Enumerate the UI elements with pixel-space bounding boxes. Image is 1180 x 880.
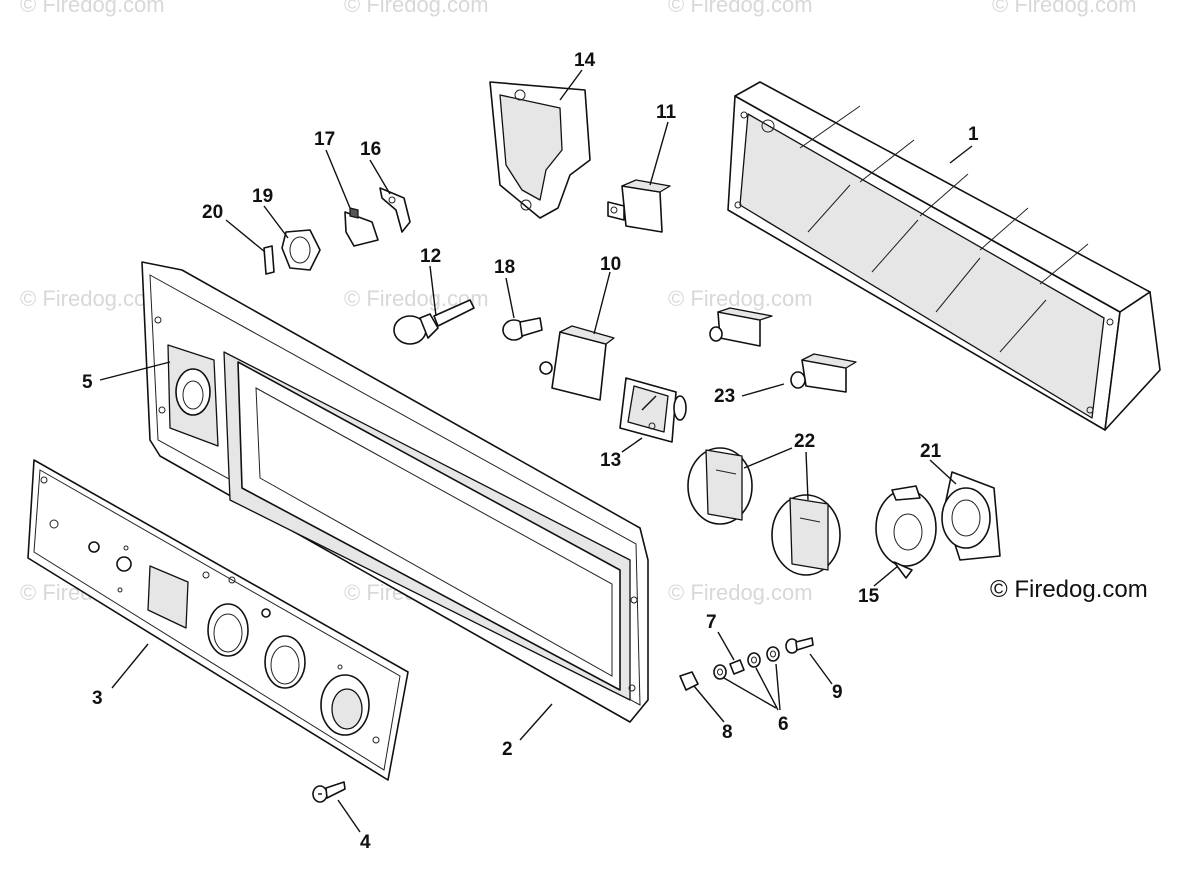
callout-15: 15 bbox=[858, 586, 880, 607]
watermark: © Firedog.com bbox=[20, 286, 165, 311]
callout-23: 23 bbox=[714, 386, 735, 407]
receptacle-22b bbox=[771, 494, 841, 576]
callout-6: 6 bbox=[778, 714, 789, 735]
receptacle-22a bbox=[687, 447, 753, 525]
callout-3: 3 bbox=[92, 688, 103, 709]
receptacle-21 bbox=[941, 471, 1001, 561]
callout-1: 1 bbox=[968, 124, 979, 145]
breaker-23b bbox=[790, 353, 857, 393]
breaker-10 bbox=[539, 325, 615, 401]
callout-12: 12 bbox=[420, 246, 441, 267]
watermark: © Firedog.com bbox=[992, 0, 1137, 17]
washer-6b bbox=[747, 652, 761, 668]
watermark: © Firedog.com bbox=[20, 0, 165, 17]
washer-6c bbox=[766, 646, 780, 662]
screw-9 bbox=[785, 637, 814, 654]
callout-2: 2 bbox=[502, 739, 513, 760]
watermark: © Firedog.com bbox=[668, 0, 813, 17]
panel-window bbox=[167, 344, 219, 447]
receptacle-cover-15 bbox=[875, 485, 937, 579]
control-box-housing bbox=[727, 81, 1161, 431]
washer-6a bbox=[713, 664, 727, 680]
clip-20 bbox=[263, 245, 275, 275]
callout-5: 5 bbox=[82, 372, 93, 393]
callout-numbers: 1 2 3 4 5 6 7 8 9 10 11 12 13 14 15 16 1… bbox=[82, 50, 979, 853]
copyright-notice: © Firedog.com bbox=[990, 576, 1148, 603]
callout-7: 7 bbox=[706, 612, 717, 633]
callout-14: 14 bbox=[574, 50, 596, 71]
callout-10: 10 bbox=[600, 254, 621, 275]
callout-18: 18 bbox=[494, 257, 515, 278]
callout-9: 9 bbox=[832, 682, 843, 703]
leader-lines bbox=[99, 69, 973, 833]
front-panel bbox=[141, 261, 649, 723]
faceplate bbox=[27, 459, 409, 781]
switch-17 bbox=[344, 207, 379, 247]
callout-16: 16 bbox=[360, 139, 381, 160]
callout-19: 19 bbox=[252, 186, 273, 207]
cover-14 bbox=[489, 81, 591, 219]
meter-13 bbox=[619, 377, 687, 443]
nut-8 bbox=[679, 671, 699, 691]
callout-4: 4 bbox=[360, 832, 371, 853]
callout-13: 13 bbox=[600, 450, 621, 471]
callout-22: 22 bbox=[794, 431, 815, 452]
lamp-18 bbox=[502, 317, 543, 341]
watermark: © Firedog.com bbox=[344, 0, 489, 17]
watermark: © Firedog.com bbox=[668, 580, 813, 605]
callout-17: 17 bbox=[314, 129, 335, 150]
bracket-16 bbox=[379, 187, 411, 233]
screw-4 bbox=[312, 781, 346, 803]
knob-12 bbox=[393, 299, 475, 345]
callout-21: 21 bbox=[920, 441, 942, 462]
callout-20: 20 bbox=[202, 202, 223, 223]
relay-11 bbox=[607, 179, 671, 233]
callout-11: 11 bbox=[656, 102, 677, 123]
breaker-23a bbox=[709, 307, 773, 347]
watermark: © Firedog.com bbox=[668, 286, 813, 311]
button-19 bbox=[281, 229, 321, 271]
callout-8: 8 bbox=[722, 722, 733, 743]
nut-7 bbox=[729, 659, 745, 675]
